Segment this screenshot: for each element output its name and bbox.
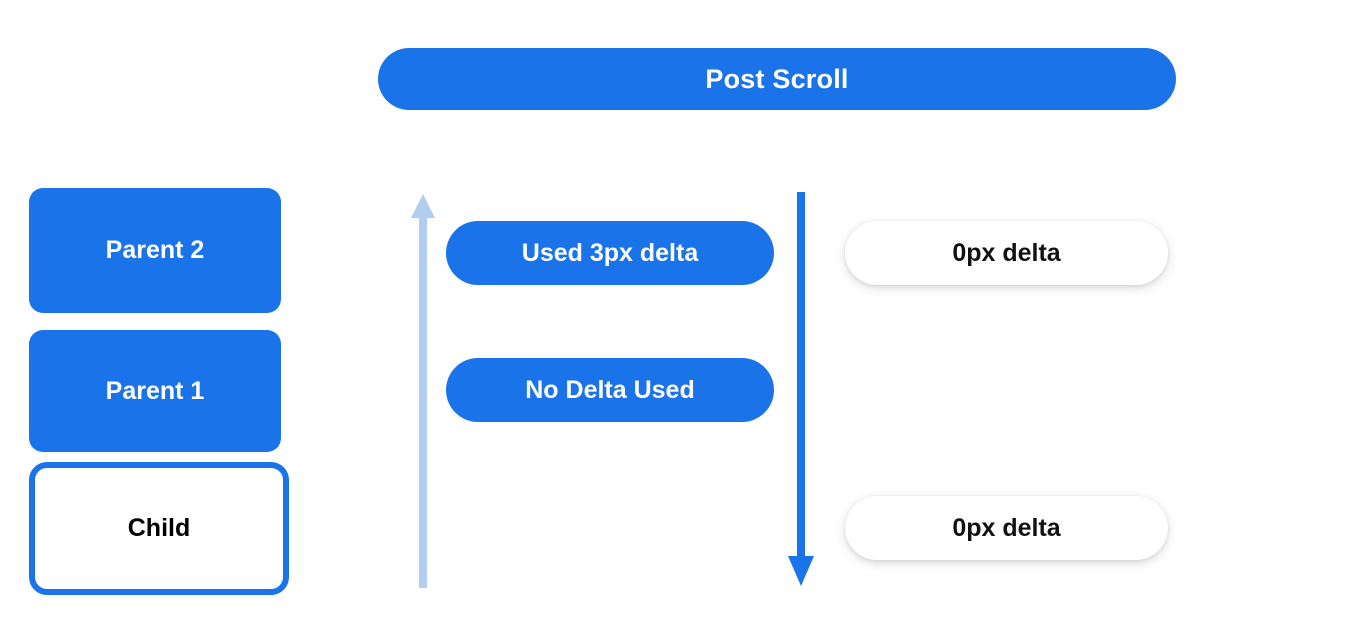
stack-box-child-label: Child <box>127 514 191 542</box>
post-scroll-header-banner: Post Scroll <box>378 48 1176 110</box>
pill-no-delta-used-label: No Delta Used <box>525 375 695 404</box>
stack-box-parent-2: Parent 2 <box>29 188 281 313</box>
stack-box-parent-2-label: Parent 2 <box>105 236 205 264</box>
pill-no-delta-used: No Delta Used <box>446 358 774 422</box>
stack-box-child: Child <box>29 462 289 595</box>
pill-zero-delta-bottom-label: 0px delta <box>952 513 1061 542</box>
stack-box-parent-1-label: Parent 1 <box>105 376 205 405</box>
scroll-propagation-up-arrow-icon <box>411 194 435 588</box>
pill-zero-delta-bottom: 0px delta <box>845 496 1168 560</box>
stack-box-parent-1: Parent 1 <box>29 330 281 452</box>
pill-used-3px-delta: Used 3px delta <box>446 221 774 285</box>
pill-used-3px-delta-label: Used 3px delta <box>521 238 699 267</box>
scroll-propagation-down-arrow-icon <box>788 192 814 586</box>
pill-zero-delta-top: 0px delta <box>845 221 1168 285</box>
pill-zero-delta-top-label: 0px delta <box>952 238 1061 267</box>
post-scroll-header-label: Post Scroll <box>705 63 849 94</box>
